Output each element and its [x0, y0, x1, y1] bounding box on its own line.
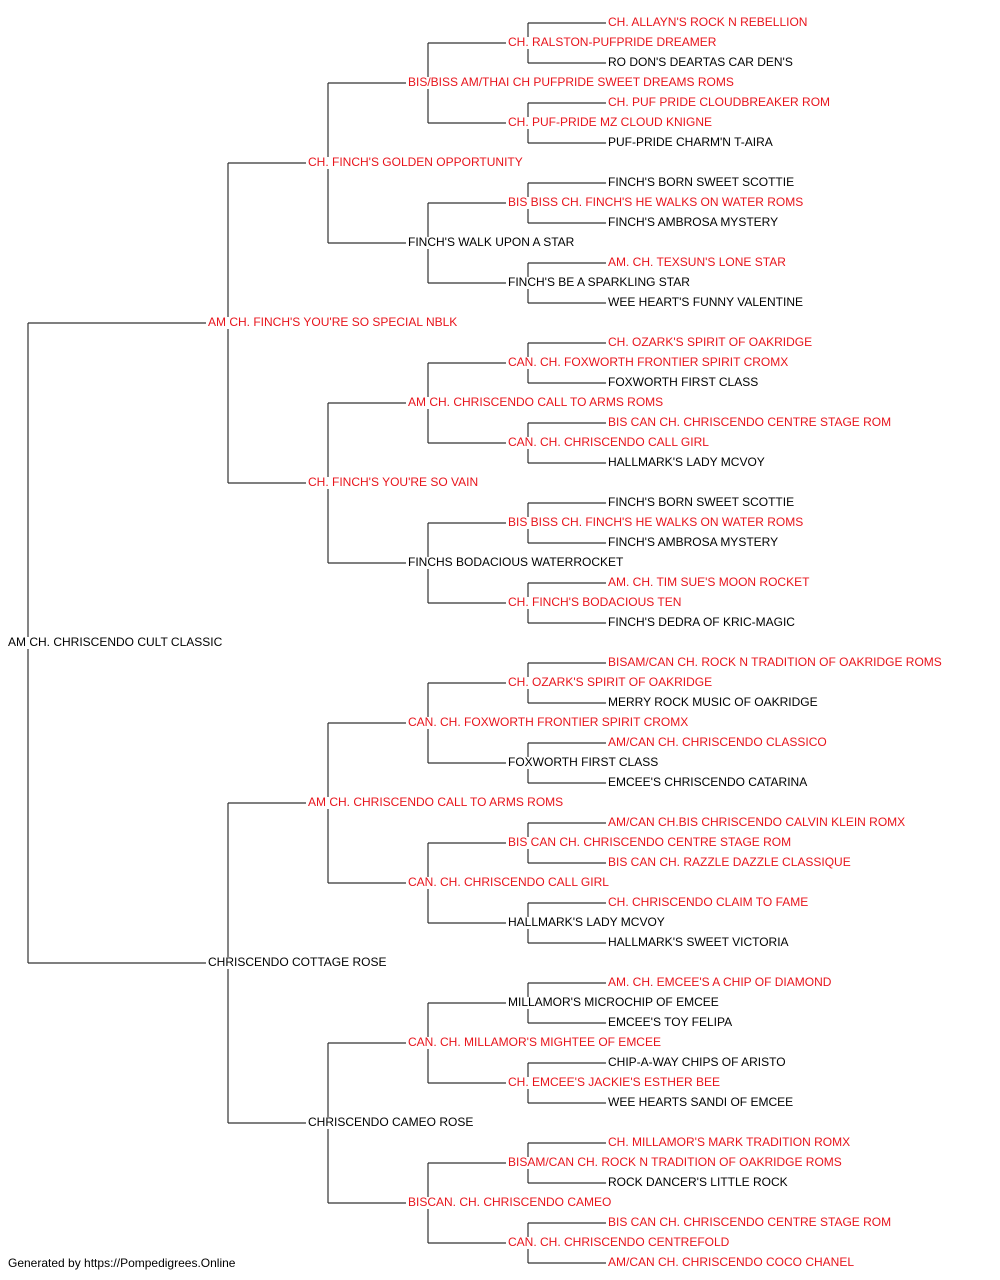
ancestor-name[interactable]: WEE HEART'S FUNNY VALENTINE: [608, 295, 803, 309]
ancestor-name[interactable]: AM. CH. TEXSUN'S LONE STAR: [608, 255, 786, 269]
ancestor-name[interactable]: RO DON'S DEARTAS CAR DEN'S: [608, 55, 793, 69]
ancestor-name[interactable]: BISCAN. CH. CHRISCENDO CAMEO: [408, 1195, 611, 1209]
ancestor-name[interactable]: AM/CAN CH. CHRISCENDO COCO CHANEL: [608, 1255, 854, 1269]
ancestor-name[interactable]: CAN. CH. FOXWORTH FRONTIER SPIRIT CROMX: [508, 355, 788, 369]
ancestor-name[interactable]: PUF-PRIDE CHARM'N T-AIRA: [608, 135, 773, 149]
ancestor-name[interactable]: AM CH. FINCH'S YOU'RE SO SPECIAL NBLK: [208, 315, 457, 329]
ancestor-name[interactable]: FINCH'S DEDRA OF KRIC-MAGIC: [608, 615, 795, 629]
ancestor-name[interactable]: CH. OZARK'S SPIRIT OF OAKRIDGE: [508, 675, 712, 689]
ancestor-name[interactable]: CH. ALLAYN'S ROCK N REBELLION: [608, 15, 807, 29]
footer-credit: Generated by https://Pompedigrees.Online: [8, 1256, 236, 1270]
ancestor-name[interactable]: FINCH'S BORN SWEET SCOTTIE: [608, 175, 794, 189]
ancestor-name[interactable]: CH. RALSTON-PUFPRIDE DREAMER: [508, 35, 717, 49]
ancestor-name[interactable]: HALLMARK'S LADY MCVOY: [508, 915, 665, 929]
ancestor-name[interactable]: CH. FINCH'S BODACIOUS TEN: [508, 595, 681, 609]
ancestor-name[interactable]: ROCK DANCER'S LITTLE ROCK: [608, 1175, 788, 1189]
ancestor-name[interactable]: HALLMARK'S SWEET VICTORIA: [608, 935, 789, 949]
ancestor-name[interactable]: EMCEE'S TOY FELIPA: [608, 1015, 732, 1029]
ancestor-name[interactable]: CH. PUF-PRIDE MZ CLOUD KNIGNE: [508, 115, 712, 129]
ancestor-name[interactable]: AM. CH. EMCEE'S A CHIP OF DIAMOND: [608, 975, 832, 989]
ancestor-name[interactable]: CH. CHRISCENDO CLAIM TO FAME: [608, 895, 808, 909]
ancestor-name[interactable]: BIS/BISS AM/THAI CH PUFPRIDE SWEET DREAM…: [408, 75, 734, 89]
ancestor-name[interactable]: BIS CAN CH. CHRISCENDO CENTRE STAGE ROM: [608, 415, 891, 429]
ancestor-name[interactable]: BIS CAN CH. CHRISCENDO CENTRE STAGE ROM: [508, 835, 791, 849]
ancestor-name[interactable]: CH. MILLAMOR'S MARK TRADITION ROMX: [608, 1135, 850, 1149]
ancestor-name[interactable]: FINCH'S WALK UPON A STAR: [408, 235, 575, 249]
ancestor-name[interactable]: MILLAMOR'S MICROCHIP OF EMCEE: [508, 995, 719, 1009]
ancestor-name[interactable]: BIS BISS CH. FINCH'S HE WALKS ON WATER R…: [508, 195, 803, 209]
ancestor-name[interactable]: AM CH. CHRISCENDO CALL TO ARMS ROMS: [308, 795, 563, 809]
ancestor-name[interactable]: CAN. CH. CHRISCENDO CALL GIRL: [508, 435, 709, 449]
ancestor-name[interactable]: CH. EMCEE'S JACKIE'S ESTHER BEE: [508, 1075, 720, 1089]
ancestor-name[interactable]: CAN. CH. FOXWORTH FRONTIER SPIRIT CROMX: [408, 715, 688, 729]
ancestor-name[interactable]: MERRY ROCK MUSIC OF OAKRIDGE: [608, 695, 818, 709]
ancestor-name[interactable]: AM CH. CHRISCENDO CALL TO ARMS ROMS: [408, 395, 663, 409]
ancestor-name[interactable]: CH. FINCH'S GOLDEN OPPORTUNITY: [308, 155, 523, 169]
ancestor-name[interactable]: CHRISCENDO COTTAGE ROSE: [208, 955, 386, 969]
ancestor-name[interactable]: BIS CAN CH. RAZZLE DAZZLE CLASSIQUE: [608, 855, 851, 869]
ancestor-name[interactable]: CH. PUF PRIDE CLOUDBREAKER ROM: [608, 95, 830, 109]
ancestor-name[interactable]: FINCHS BODACIOUS WATERROCKET: [408, 555, 624, 569]
ancestor-name[interactable]: CHRISCENDO CAMEO ROSE: [308, 1115, 473, 1129]
ancestor-name[interactable]: AM/CAN CH. CHRISCENDO CLASSICO: [608, 735, 827, 749]
ancestor-name[interactable]: BISAM/CAN CH. ROCK N TRADITION OF OAKRID…: [508, 1155, 842, 1169]
pedigree-connectors: [27, 22, 606, 1264]
ancestor-name[interactable]: CH. OZARK'S SPIRIT OF OAKRIDGE: [608, 335, 812, 349]
ancestor-name[interactable]: BIS BISS CH. FINCH'S HE WALKS ON WATER R…: [508, 515, 803, 529]
ancestor-name[interactable]: FINCH'S AMBROSA MYSTERY: [608, 215, 778, 229]
ancestor-name[interactable]: CAN. CH. MILLAMOR'S MIGHTEE OF EMCEE: [408, 1035, 661, 1049]
ancestor-name[interactable]: FINCH'S AMBROSA MYSTERY: [608, 535, 778, 549]
ancestor-name[interactable]: AM/CAN CH.BIS CHRISCENDO CALVIN KLEIN RO…: [608, 815, 905, 829]
subject-dog[interactable]: AM CH. CHRISCENDO CULT CLASSIC: [8, 635, 223, 649]
ancestor-name[interactable]: BIS CAN CH. CHRISCENDO CENTRE STAGE ROM: [608, 1215, 891, 1229]
ancestor-name[interactable]: CAN. CH. CHRISCENDO CALL GIRL: [408, 875, 609, 889]
ancestor-name[interactable]: CHIP-A-WAY CHIPS OF ARISTO: [608, 1055, 786, 1069]
ancestor-name[interactable]: FINCH'S BE A SPARKLING STAR: [508, 275, 690, 289]
pedigree-labels: AM CH. CHRISCENDO CULT CLASSIC AM CH. FIN…: [8, 15, 942, 1269]
ancestor-name[interactable]: EMCEE'S CHRISCENDO CATARINA: [608, 775, 807, 789]
ancestor-name[interactable]: WEE HEARTS SANDI OF EMCEE: [608, 1095, 793, 1109]
ancestor-name[interactable]: FOXWORTH FIRST CLASS: [608, 375, 758, 389]
ancestor-name[interactable]: FINCH'S BORN SWEET SCOTTIE: [608, 495, 794, 509]
ancestor-name[interactable]: CAN. CH. CHRISCENDO CENTREFOLD: [508, 1235, 730, 1249]
ancestor-name[interactable]: FOXWORTH FIRST CLASS: [508, 755, 658, 769]
ancestor-name[interactable]: AM. CH. TIM SUE'S MOON ROCKET: [608, 575, 810, 589]
ancestor-name[interactable]: HALLMARK'S LADY MCVOY: [608, 455, 765, 469]
ancestor-name[interactable]: CH. FINCH'S YOU'RE SO VAIN: [308, 475, 478, 489]
ancestor-name[interactable]: BISAM/CAN CH. ROCK N TRADITION OF OAKRID…: [608, 655, 942, 669]
